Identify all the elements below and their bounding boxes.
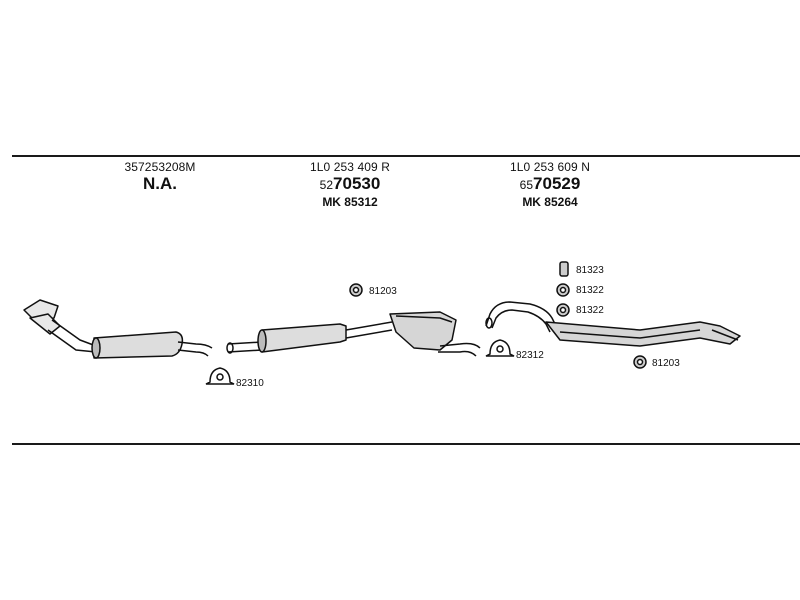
part-label-clamp: 82312 bbox=[516, 350, 544, 361]
part-label-mount: 81323 bbox=[576, 265, 604, 276]
part-number: 5270530 bbox=[319, 174, 381, 193]
mount-icon bbox=[559, 261, 569, 277]
part-label-mount: 81203 bbox=[652, 358, 680, 369]
bottom-divider bbox=[12, 443, 800, 445]
part-label-mount: 81322 bbox=[576, 305, 604, 316]
mounting-kit: MK 85312 bbox=[322, 195, 378, 209]
rear-silencer-drawing bbox=[485, 301, 741, 347]
mount-icons bbox=[349, 261, 647, 369]
part-label-mount: 81203 bbox=[369, 286, 397, 297]
part-label-mount: 81322 bbox=[576, 285, 604, 296]
part-number: 6570529 bbox=[519, 174, 581, 193]
part-reference: 1L0 253 609 N bbox=[509, 160, 591, 174]
group-front-pipe: 357253208M N.A. bbox=[60, 160, 260, 195]
group-rear-silencer: 1L0 253 609 N 6570529 MK 85264 bbox=[450, 160, 650, 209]
part-number: N.A. bbox=[143, 174, 177, 193]
part-reference: 357253208M bbox=[124, 160, 196, 174]
part-label-clamp: 82310 bbox=[236, 378, 264, 389]
group-middle-silencer: 1L0 253 409 R 5270530 MK 85312 bbox=[250, 160, 450, 209]
top-divider bbox=[12, 155, 800, 157]
mounting-kit: MK 85264 bbox=[522, 195, 578, 209]
part-reference: 1L0 253 409 R bbox=[309, 160, 391, 174]
clamp-icons bbox=[205, 339, 515, 385]
front-pipe-drawing bbox=[23, 299, 213, 359]
middle-silencer-drawing bbox=[226, 311, 481, 357]
